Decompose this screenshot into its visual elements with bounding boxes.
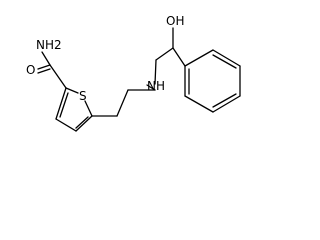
bond-lines xyxy=(37,27,241,132)
atom-label-nh2: NH2 xyxy=(36,38,62,52)
bond-c-o xyxy=(37,64,51,70)
bond-ph-1 xyxy=(184,49,214,67)
bond-ring-c2-s xyxy=(65,87,79,94)
bond-ring-c5-c4 xyxy=(75,115,93,132)
bond-choh-phenyl xyxy=(172,47,186,67)
bond-ch2-choh xyxy=(155,47,174,61)
atom-label-s: S xyxy=(79,89,87,103)
bond-ph-4-inner xyxy=(212,93,237,108)
atom-labels: NH2 O S NH OH xyxy=(26,14,184,103)
bond-amide-ring xyxy=(49,64,67,89)
bond-chain-4 xyxy=(146,84,156,91)
bond-nh-ch2 xyxy=(154,59,157,85)
atom-label-o: O xyxy=(26,63,35,77)
bond-ring-c4-c3 xyxy=(55,118,77,132)
bond-chain-2 xyxy=(116,89,129,117)
bond-ring-s-c5 xyxy=(84,100,93,117)
bond-ph-4 xyxy=(212,95,241,113)
atom-label-oh: OH xyxy=(166,14,184,28)
bond-ph-2 xyxy=(212,49,241,67)
bond-ph-2-inner xyxy=(212,54,237,69)
bond-c-o-double xyxy=(37,68,51,74)
bond-ring-c3-c2 xyxy=(55,87,67,120)
molecule-structure: NH2 O S NH OH xyxy=(26,14,241,132)
bond-ph-5 xyxy=(184,95,214,113)
bond-c-nh2 xyxy=(41,51,51,66)
atom-label-nh: NH xyxy=(147,79,165,93)
bond-ring-c5-c4-inner xyxy=(75,116,89,129)
bond-ring-c3-c2-inner xyxy=(59,92,69,118)
